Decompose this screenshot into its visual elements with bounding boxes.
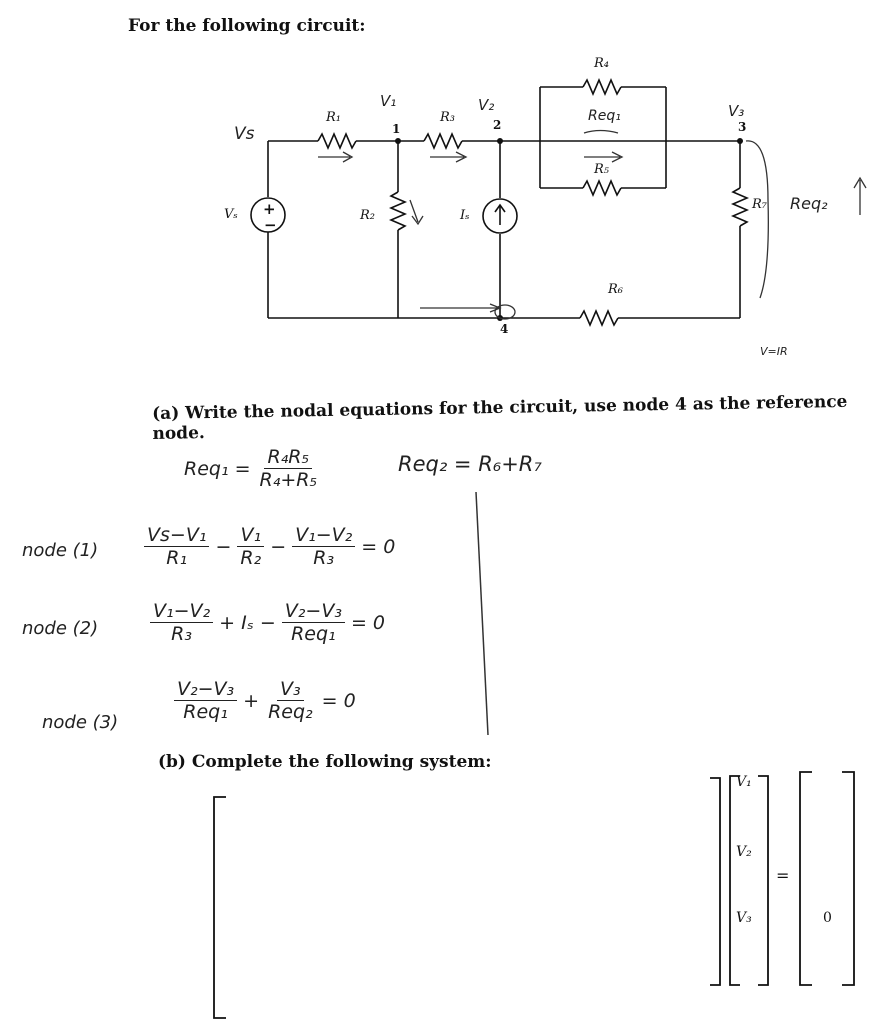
node-1-side-label: node (1) [22, 540, 99, 561]
r5-label: R₅ [594, 162, 609, 177]
node-3-side-label: node (3) [42, 712, 119, 733]
node-3-label: 3 [738, 120, 747, 134]
r5-resistor [582, 178, 622, 198]
r6-label: R₆ [608, 282, 623, 297]
r7-resistor [730, 187, 750, 227]
vector-v3: V₃ [736, 910, 752, 926]
req1-numerator: R₄R₅ [264, 446, 313, 469]
req2-equation: Req₂ = R₆+R₇ [398, 452, 542, 476]
r7-label: R₇ [752, 197, 767, 212]
node-2-label: 2 [493, 118, 502, 132]
hand-v2: V₂ [478, 96, 495, 114]
node-4-label: 4 [500, 322, 509, 336]
r3-resistor [423, 131, 463, 151]
r4-resistor [582, 77, 622, 97]
vector-v1: V₁ [736, 774, 752, 790]
system-equals: = [776, 866, 790, 885]
r1-resistor [317, 131, 357, 151]
vs-plus-sign: + [263, 200, 276, 218]
r1-label: R₁ [326, 110, 341, 125]
hand-req1: Req₁ [588, 108, 621, 124]
r2-label: R₂ [360, 208, 375, 223]
r6-resistor [579, 308, 619, 328]
vs-label: Vₛ [224, 207, 238, 222]
vs-minus-sign: − [264, 216, 277, 234]
req1-equation: Req₁ = R₄R₅ R₄+R₅ [184, 446, 320, 491]
r2-resistor [388, 191, 408, 231]
vector-v2: V₂ [736, 844, 752, 860]
r4-label: R₄ [594, 56, 609, 71]
intro-text: For the following circuit: [128, 16, 366, 36]
r3-label: R₃ [440, 110, 455, 125]
hand-vir: V=IR [760, 345, 788, 358]
hand-req2: Req₂ [790, 194, 828, 213]
req1-denominator: R₄+R₅ [259, 469, 318, 491]
node-2-side-label: node (2) [22, 618, 99, 639]
part-b-question: (b) Complete the following system: [158, 752, 492, 772]
hand-vs: Vs [234, 124, 255, 144]
is-source [482, 198, 518, 234]
req1-lhs: Req₁ = [184, 457, 251, 480]
hand-v3: V₃ [728, 102, 745, 120]
req1-fraction: R₄R₅ R₄+R₅ [257, 446, 321, 491]
node-1-label: 1 [392, 122, 401, 136]
rhs-zero: 0 [823, 910, 832, 926]
is-label: Iₛ [460, 208, 470, 223]
hand-v1: V₁ [380, 92, 397, 110]
